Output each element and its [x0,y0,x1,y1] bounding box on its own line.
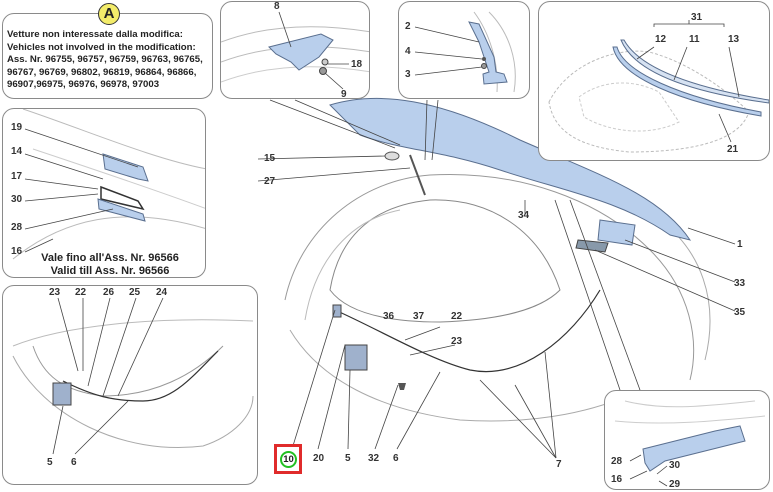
note-line: Vetture non interessate dalla modifica: [7,29,183,40]
callout-16: 16 [11,246,23,257]
callout-15: 15 [264,153,276,164]
callout-23: 23 [49,287,61,298]
duct-new-detail-panel: 28 30 16 29 [604,390,770,490]
note-line: 96767, 96769, 96802, 96819, 96864, 96866… [7,66,197,78]
duct-part [642,425,746,472]
note-line: Vehicles not involved in the modificatio… [7,41,196,53]
callout-19: 19 [11,122,23,133]
validity-line: Vale fino all'Ass. Nr. 96566 [41,252,179,264]
callout-22: 22 [451,311,463,322]
callout-28: 28 [611,456,623,467]
note-line: 96907,96975, 96976, 96978, 97003 [7,79,160,90]
callout-6: 6 [393,453,399,464]
callout-18: 18 [351,59,363,70]
callout-3: 3 [405,69,411,80]
duct-lower-part [97,198,146,222]
fender-outline [659,219,711,361]
latch-sensor-part [332,304,342,318]
seal-detail-panel: 31 12 11 13 21 [538,1,770,161]
callout-10-highlighted[interactable]: 10 [280,451,297,468]
callout-27: 27 [264,176,276,187]
callout-32: 32 [368,453,380,464]
note-panel: Vetture non interessate dalla modifica: … [2,13,213,99]
callout-35: 35 [734,307,746,318]
callout-4: 4 [405,46,411,57]
hinge-detail-panel: 2 4 3 [398,1,530,99]
callout-11: 11 [689,34,700,45]
gas-strut [409,154,426,196]
callout-30: 30 [11,194,23,205]
callout-13: 13 [728,34,740,45]
trunk-outline [329,199,561,323]
callout-5: 5 [345,453,351,464]
callout-29: 29 [669,479,681,490]
callout-25: 25 [129,287,141,298]
plug-part [384,151,400,161]
seal-strip-11 [620,39,769,104]
callout-7: 7 [556,459,562,470]
duct-part-33 [597,219,636,246]
latch-part [344,344,368,371]
callout-24: 24 [156,287,168,298]
callout-6: 6 [71,457,77,468]
latch-bracket-part [268,33,334,71]
callout-22: 22 [75,287,87,298]
callout-34: 34 [518,210,530,221]
callout-16: 16 [611,474,623,485]
callout-21: 21 [727,144,739,155]
cable-harness [334,289,601,372]
hinge-part [468,21,508,85]
highlighted-part-box[interactable]: 10 [274,444,302,474]
front-view-detail-panel: 23 22 26 25 24 5 6 [2,285,258,485]
callout-36: 36 [383,311,395,322]
car-body-outline [284,173,695,381]
harness-cable [62,350,219,402]
hood-inner-outline [304,209,401,321]
latch-detail-panel: 8 18 9 [220,1,370,99]
callout-30: 30 [669,460,681,471]
validity-note: Vale fino all'Ass. Nr. 96566 Valid till … [20,252,200,278]
validity-line: Valid till Ass. Nr. 96566 [50,265,170,277]
callout-20: 20 [313,453,325,464]
front-bumper-outline [289,329,641,422]
variant-badge: A [98,3,120,25]
callout-2: 2 [405,21,411,32]
callout-37: 37 [413,311,425,322]
callout-26: 26 [103,287,115,298]
callout-12: 12 [655,34,667,45]
hood-part [329,97,692,241]
callout-1: 1 [737,239,743,250]
note-line: Ass. Nr. 96755, 96757, 96759, 96763, 967… [7,54,203,65]
callout-23: 23 [451,336,463,347]
callout-33: 33 [734,278,746,289]
note-text: Vetture non interessate dalla modifica: … [7,29,203,92]
seal-strip-21 [612,46,762,117]
duct-old-detail-panel: 19 14 17 30 28 16 [2,108,206,278]
duct-part-35 [575,239,609,253]
callout-31: 31 [691,12,703,23]
duct-upper-part [102,153,149,182]
duct-seal-part [100,185,145,211]
callout-8: 8 [274,1,280,12]
callout-5: 5 [47,457,53,468]
latch-part [52,382,72,406]
callout-17: 17 [11,171,23,182]
callout-14: 14 [11,146,23,157]
callout-28: 28 [11,222,23,233]
bolt-part [398,383,406,390]
callout-9: 9 [341,89,347,99]
leader-lines [257,99,736,459]
